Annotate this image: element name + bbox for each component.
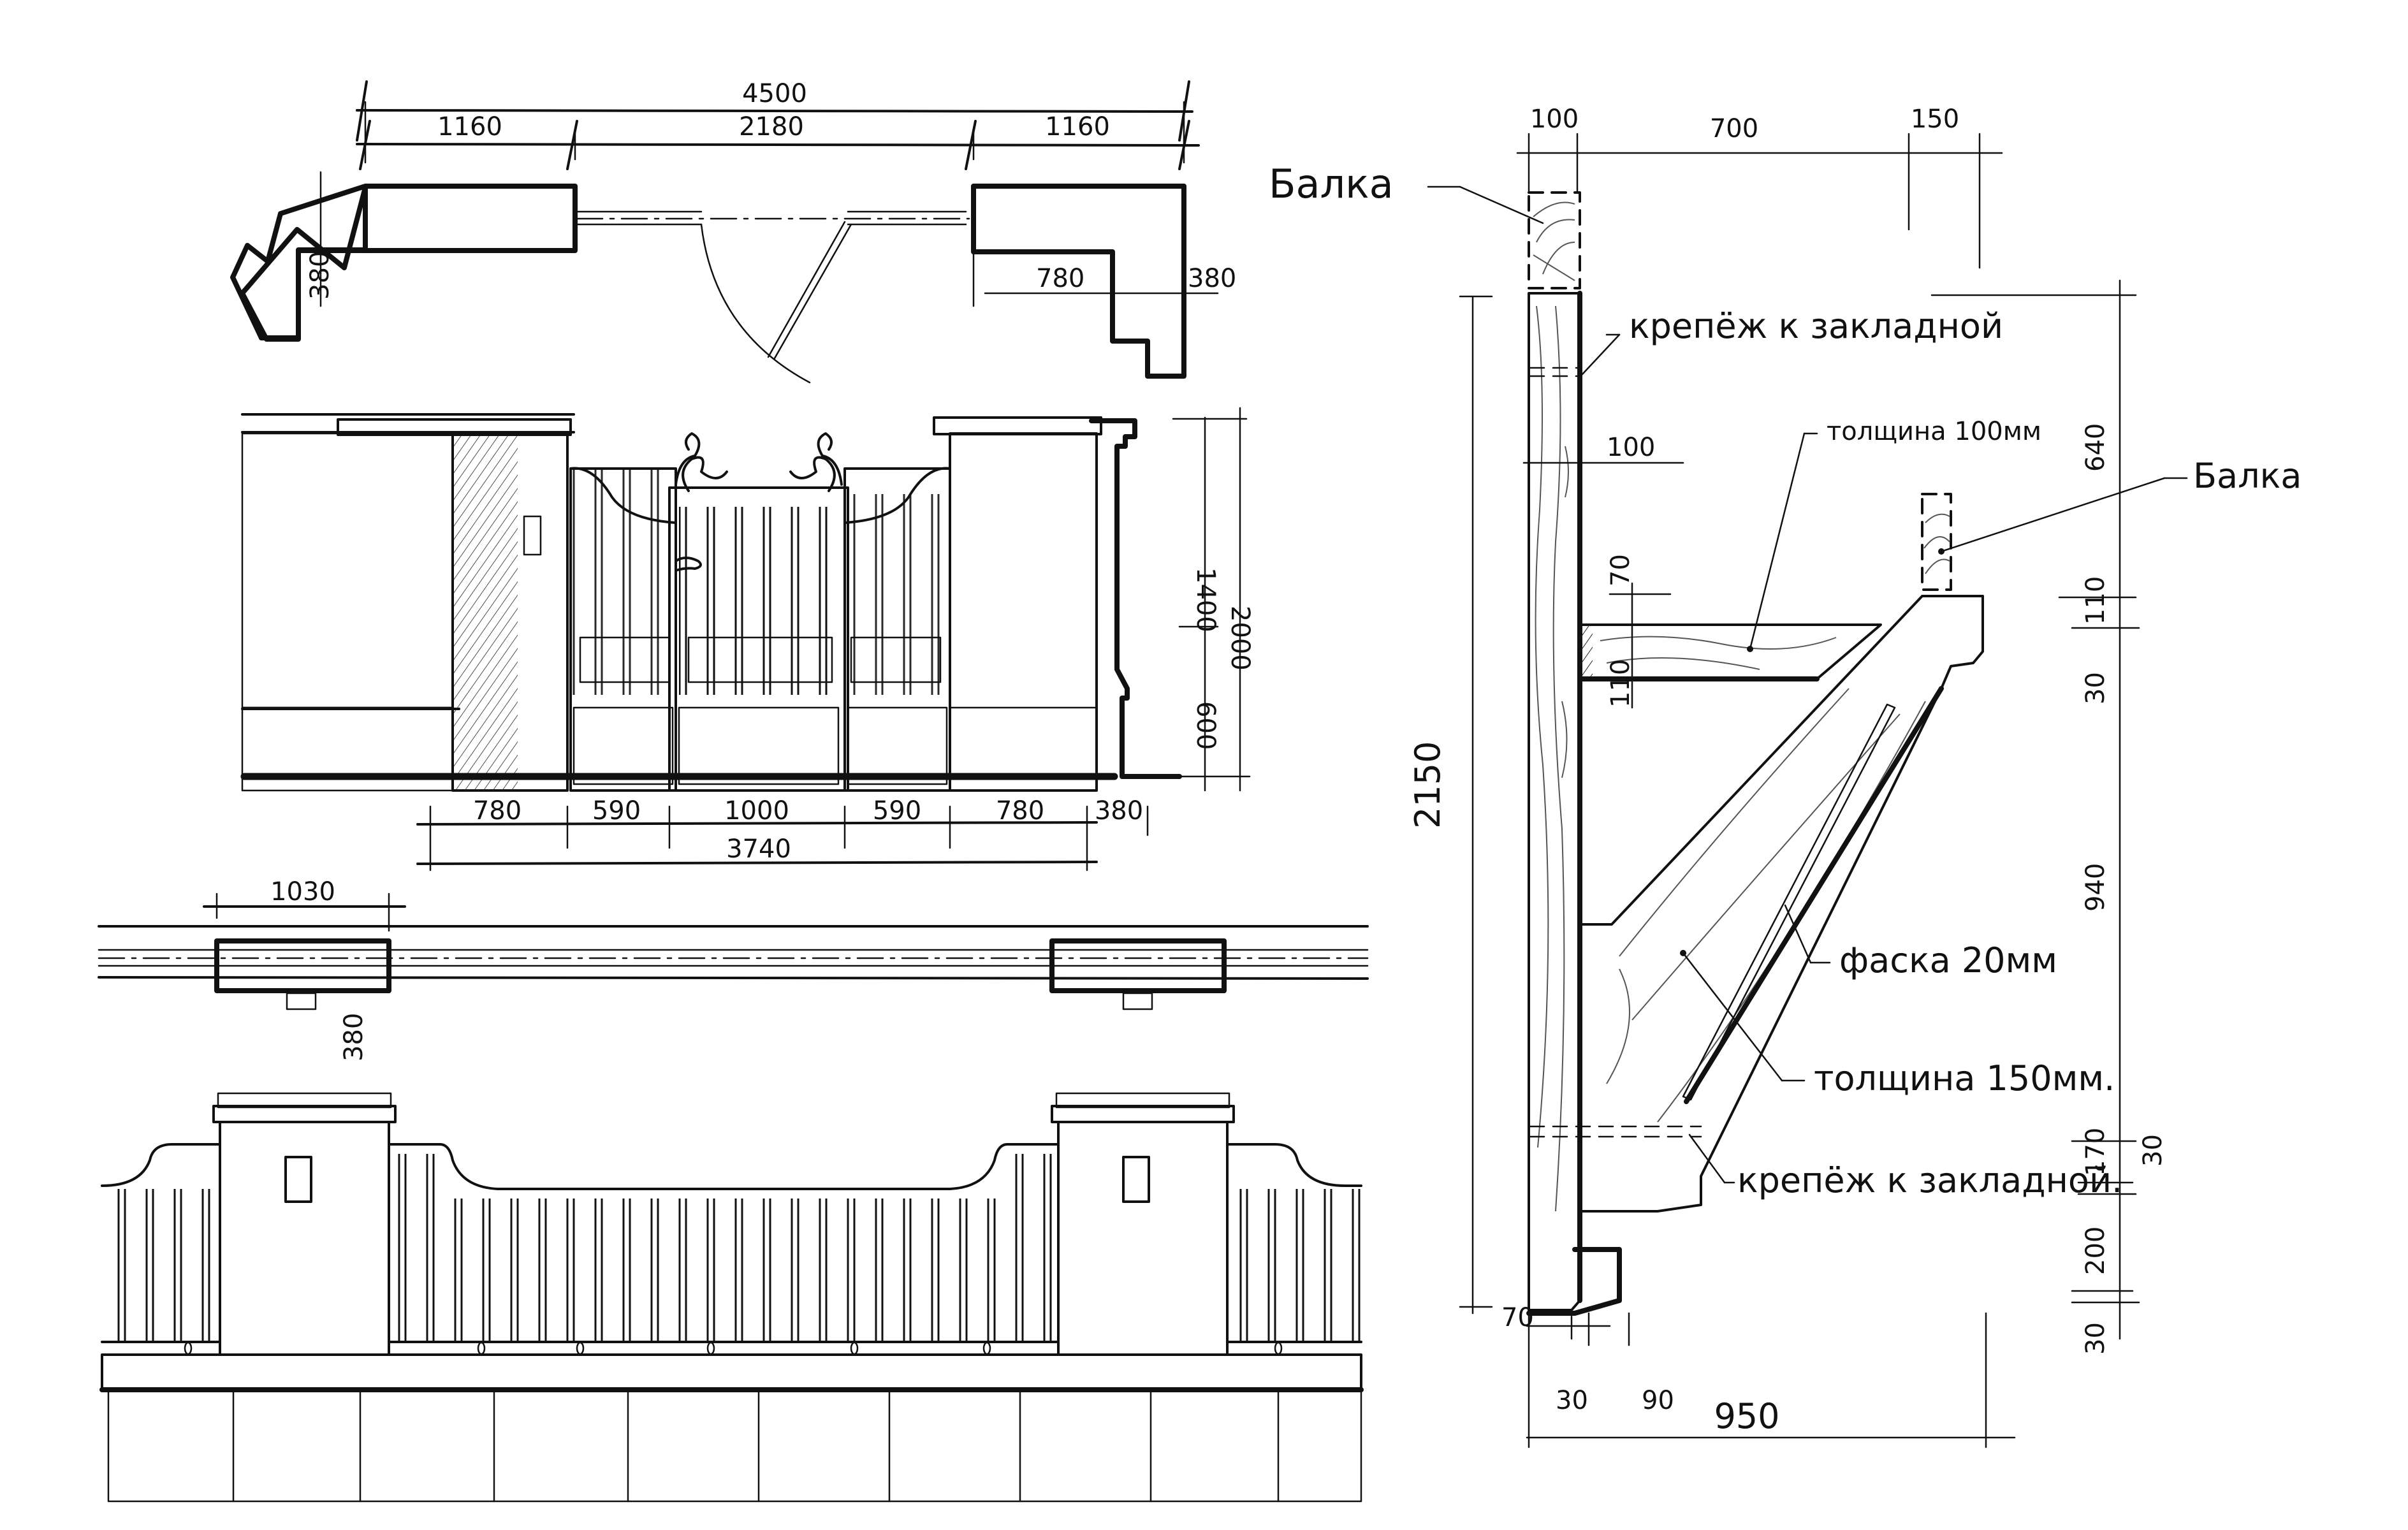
gate-center-wicket xyxy=(668,432,849,792)
right-pillar-section xyxy=(971,184,1186,379)
wall-lamp-left xyxy=(284,1156,312,1203)
fence-pillar-section-right xyxy=(1049,938,1227,993)
label-thickness-150mm: толщина 150мм. xyxy=(1814,1058,2115,1098)
fence-finials xyxy=(184,1341,1283,1355)
dim-label-780-a: 780 xyxy=(473,796,522,826)
callout-thickness-150: толщина 150мм. xyxy=(1680,950,2115,1098)
dim-label-1160-right: 1160 xyxy=(1045,112,1110,142)
left-pillar-section xyxy=(230,184,578,340)
dim-label-700: 700 xyxy=(1710,114,1758,143)
gate-left-leaf xyxy=(569,467,677,792)
dim-label-100-top: 100 xyxy=(1530,105,1579,134)
callout-chamfer: фаска 20мм xyxy=(1784,904,2057,980)
dim-label-170: 170 xyxy=(2081,1128,2110,1176)
gate-handle-icon xyxy=(675,557,702,572)
callout-fixing-top: крепёж к закладной xyxy=(1581,306,2003,375)
label-fixing-bottom: крепёж к закладной. xyxy=(1737,1160,2122,1200)
dim-label-100-mid: 100 xyxy=(1607,433,1655,462)
dim-label-90: 90 xyxy=(1642,1386,1674,1415)
fence-panel-center xyxy=(184,1143,1283,1355)
fence-plan-view: 1030 380 xyxy=(98,877,1369,1061)
left-brick-wall xyxy=(241,432,454,709)
dim-label-1030: 1030 xyxy=(270,877,335,907)
dim-label-70-bottom: 70 xyxy=(1501,1303,1534,1332)
dim-label-780-b: 780 xyxy=(996,796,1044,826)
dim-label-940: 940 xyxy=(2081,863,2110,912)
dim-label-2150: 2150 xyxy=(1408,741,1448,829)
left-pillar-wing xyxy=(240,185,368,342)
fence-panel-left xyxy=(101,1143,221,1343)
chamfer xyxy=(1682,703,1896,1101)
wall-end-profile xyxy=(1089,418,1182,779)
label-fixing-top: крепёж к закладной xyxy=(1629,306,2003,346)
scroll-ornament-right xyxy=(789,456,836,492)
gate-right-leaf xyxy=(843,467,951,792)
label-beam-top: Балка xyxy=(1269,161,1394,207)
dim-label-780: 780 xyxy=(1036,264,1084,293)
dim-label-4500: 4500 xyxy=(742,79,807,108)
dim-label-950: 950 xyxy=(1714,1396,1779,1436)
dim-label-380-fence: 380 xyxy=(339,1013,368,1061)
gate-plan-view: 4500 1160 2180 1160 380 xyxy=(230,79,1236,384)
fence-foundation xyxy=(107,1388,1362,1503)
dim-label-150: 150 xyxy=(1911,105,1959,134)
dim-label-70-left: 70 xyxy=(1606,554,1635,586)
right-gate-pillar xyxy=(949,432,1098,792)
dim-label-3740: 3740 xyxy=(726,834,791,864)
dimension-heights: 1400 2000 600 xyxy=(1172,407,1255,792)
dim-label-380-right: 380 xyxy=(1188,264,1236,293)
dimension-segments-top: 1160 2180 1160 xyxy=(356,112,1200,170)
dim-label-200: 200 xyxy=(2081,1227,2110,1275)
dim-label-2180: 2180 xyxy=(739,112,804,142)
beam-section-right xyxy=(1921,493,1952,591)
beam-section-top xyxy=(1528,191,1581,289)
dim-label-30-a: 30 xyxy=(2081,672,2110,704)
dim-label-30-b: 30 xyxy=(2138,1134,2168,1167)
dim-label-1160-left: 1160 xyxy=(437,112,502,142)
dim-label-30-bottom: 30 xyxy=(1556,1386,1588,1415)
dim-label-1400: 1400 xyxy=(1191,567,1220,632)
dim-label-590-b: 590 xyxy=(873,796,921,826)
dim-label-30-c: 30 xyxy=(2081,1322,2110,1355)
dim-label-2000: 2000 xyxy=(1225,606,1255,671)
fence-panel-right xyxy=(1226,1143,1362,1343)
dim-label-640: 640 xyxy=(2081,423,2110,472)
dimension-gate-widths: 780 590 1000 590 780 380 3740 xyxy=(416,796,1149,871)
scroll-ornament-left xyxy=(682,456,728,492)
timber-post xyxy=(1528,292,1581,1311)
callout-beam-right: Балка xyxy=(1938,456,2302,555)
fence-elevation xyxy=(99,1092,1364,1503)
callout-thickness-100: толщина 100мм xyxy=(1747,417,2041,652)
dim-label-1000: 1000 xyxy=(724,796,789,826)
dimension-bracket-right: 640 110 30 940 170 30 200 30 xyxy=(1930,279,2168,1355)
dim-label-590-a: 590 xyxy=(592,796,641,826)
dim-label-110-left: 110 xyxy=(1606,659,1635,708)
wall-lamp-right xyxy=(1122,1156,1150,1203)
intercom-icon xyxy=(523,515,542,556)
label-chamfer-20mm: фаска 20мм xyxy=(1839,940,2057,980)
dim-label-380-c: 380 xyxy=(1095,796,1143,826)
gate-elevation: 1400 2000 600 780 590 1000 590 780 380 3… xyxy=(240,407,1255,871)
dimension-right-wall: 780 380 xyxy=(972,251,1236,307)
label-beam-right: Балка xyxy=(2193,456,2302,496)
dim-label-600: 600 xyxy=(1191,701,1220,750)
dimension-bracket-top: 100 700 150 xyxy=(1516,105,2003,269)
dim-label-110-right: 110 xyxy=(2081,576,2110,625)
dimension-overall-4500: 4500 xyxy=(356,79,1193,164)
callout-beam-top: Балка xyxy=(1269,161,1544,224)
dimension-bracket-bottom: 70 30 90 950 xyxy=(1501,1303,2016,1448)
gate-swing xyxy=(576,210,970,384)
diagonal-brace xyxy=(1579,595,1984,1213)
timber-bracket-detail: 100 700 150 2150 xyxy=(1269,105,2302,1448)
label-thickness-100mm: толщина 100мм xyxy=(1827,417,2041,446)
callout-fixing-bottom: крепёж к закладной. xyxy=(1688,1133,2122,1200)
fence-pillar-section-left xyxy=(214,938,391,993)
fence-plinth xyxy=(101,1353,1362,1391)
